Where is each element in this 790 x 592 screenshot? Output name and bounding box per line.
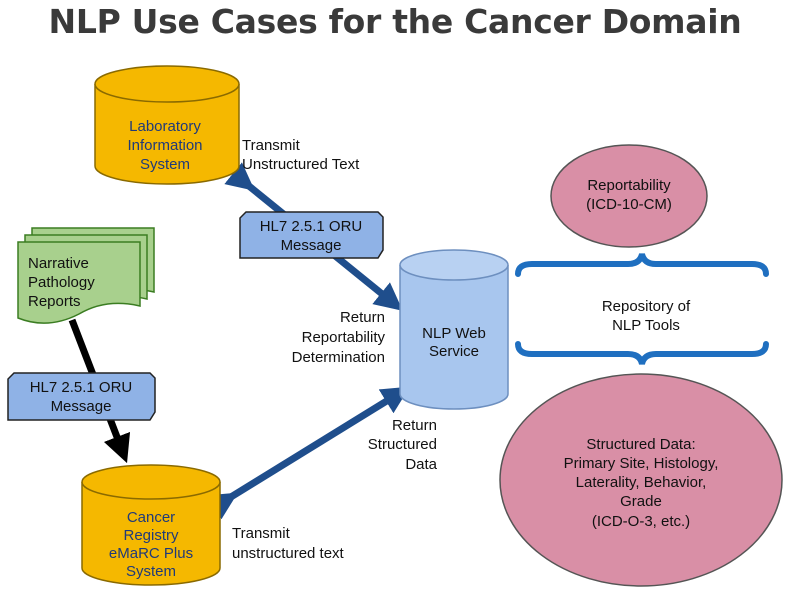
lab-system-cylinder: Laboratory Information System [94,65,240,185]
registry-label-2: Registry [123,527,179,544]
arrow-registry-nlp [206,386,410,520]
registry-label-4: System [126,563,176,580]
pathology-label-1: Narrative [28,255,89,272]
transmit-low-line-2: unstructured text [232,545,345,562]
page-title: NLP Use Cases for the Cancer Domain [48,2,742,41]
hl7-top-line-1: HL7 2.5.1 ORU [260,218,363,235]
transmit-top-line-2: Unstructured Text [242,156,360,173]
hl7-top-line-2: Message [281,237,342,254]
hl7-left-line-1: HL7 2.5.1 ORU [30,379,133,396]
transmit-top-line-1: Transmit [242,137,301,154]
label-return-reportability: Return Reportability Determination [292,309,386,366]
brace-bottom [515,341,769,365]
structured-line-4: Grade [620,493,662,510]
pathology-reports-stack: Narrative Pathology Reports [17,227,155,324]
return-rep-line-1: Return [340,309,385,326]
registry-label-1: Cancer [127,509,175,526]
registry-cylinder: Cancer Registry eMaRC Plus System [81,464,221,586]
lab-label-2: Information [127,137,202,154]
repository-braces [515,253,769,365]
registry-label-3: eMaRC Plus [109,545,193,562]
label-transmit-unstructured: Transmit Unstructured Text [242,137,360,173]
hl7-message-top: HL7 2.5.1 ORU Message [239,211,384,259]
label-transmit-unstructured-lower: Transmit unstructured text [232,525,345,562]
reportability-line-2: (ICD-10-CM) [586,196,672,213]
pathology-label-2: Pathology [28,274,95,291]
structured-data-ellipse: Structured Data: Primary Site, Histology… [499,373,783,587]
repository-line-1: Repository of [602,298,691,315]
structured-line-1: Structured Data: [586,436,695,453]
return-rep-line-3: Determination [292,349,385,366]
reportability-line-1: Reportability [587,177,671,194]
nlp-label-1: NLP Web [422,325,486,342]
structured-line-5: (ICD-O-3, etc.) [592,513,690,530]
brace-top [515,253,769,277]
nlp-label-2: Service [429,343,479,360]
pathology-label-3: Reports [28,293,81,310]
structured-line-2: Primary Site, Histology, [564,455,719,472]
lab-label-1: Laboratory [129,118,201,135]
transmit-low-line-1: Transmit [232,525,291,542]
structured-line-3: Laterality, Behavior, [576,474,707,491]
return-struct-line-3: Data [405,456,437,473]
label-return-structured: Return Structured Data [368,417,438,473]
return-struct-line-2: Structured [368,436,437,453]
return-rep-line-2: Reportability [302,329,386,346]
reportability-ellipse: Reportability (ICD-10-CM) [550,144,708,248]
repository-line-2: NLP Tools [612,317,680,334]
hl7-left-line-2: Message [51,398,112,415]
nlp-web-service-cylinder: NLP Web Service [399,249,509,410]
lab-label-3: System [140,156,190,173]
hl7-message-left: HL7 2.5.1 ORU Message [7,372,156,421]
return-struct-line-1: Return [392,417,437,434]
